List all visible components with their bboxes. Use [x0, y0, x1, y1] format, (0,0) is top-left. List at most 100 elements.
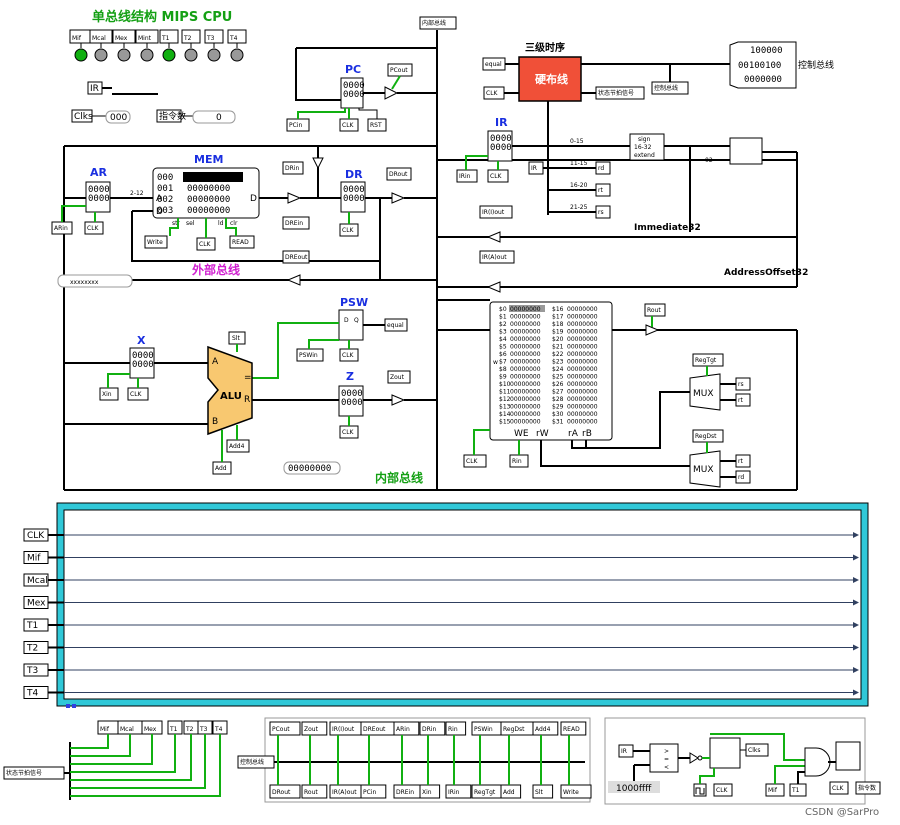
drein-pin[interactable]	[282, 216, 310, 230]
ctrl-bottom-label: Rout	[304, 789, 318, 796]
ctrl-bottom-slt[interactable]	[532, 784, 554, 799]
zout-pin[interactable]	[387, 370, 411, 384]
alu[interactable]	[207, 345, 253, 436]
ctrl-top-read[interactable]	[560, 721, 587, 736]
ctrl-bottom-xin[interactable]	[419, 784, 441, 799]
mem-addr: 003	[157, 206, 173, 216]
regtgt-rs-pin[interactable]	[735, 377, 751, 391]
ctrl-bus-pin[interactable]	[651, 81, 689, 95]
timing-input-label: T1	[26, 621, 38, 631]
pc-out-buffer	[384, 86, 399, 100]
dreout-pin[interactable]	[282, 250, 310, 264]
reg-name: $23	[552, 359, 564, 366]
drin-pin[interactable]	[282, 161, 304, 175]
rd-label: rd	[598, 165, 604, 172]
reg-name: $31	[552, 419, 564, 426]
ir-title: IR	[495, 116, 508, 129]
reg-name: $13	[499, 404, 511, 411]
regdst-rt-pin[interactable]	[735, 454, 751, 468]
address-offset32-label: AddressOffset32	[724, 268, 808, 278]
drout-pin[interactable]	[386, 167, 412, 181]
reg-value: 00000000	[567, 396, 598, 403]
state-out-label: T4	[214, 726, 223, 733]
reg-value: 00000000	[510, 359, 541, 366]
ctrl-top-label: PCout	[272, 726, 290, 733]
rt-label: rt	[598, 187, 603, 194]
state-out-label: T3	[199, 726, 208, 733]
pcin-label: PCin	[289, 122, 302, 129]
mem-d-in-port: D	[156, 207, 163, 217]
ir-reg-lo: 0000	[490, 143, 512, 153]
regtgt-mux-label: MUX	[693, 389, 714, 399]
hardwired-label: 硬布线	[535, 72, 568, 86]
mem-write-pin[interactable]	[144, 235, 168, 249]
rout-pin[interactable]	[644, 303, 666, 317]
dr-ein-buffer	[287, 192, 302, 204]
reg-value: 00000000	[567, 374, 598, 381]
reg-name: $17	[552, 314, 564, 321]
reg-name: $26	[552, 381, 564, 388]
hardwired-controller[interactable]	[518, 56, 582, 102]
state-signal-pin[interactable]	[595, 86, 645, 100]
const-value: 1000ffff	[616, 784, 652, 794]
ctrl-top-pcout[interactable]	[269, 721, 301, 736]
alu-b-port: B	[212, 417, 218, 427]
register-file[interactable]	[489, 301, 613, 441]
ctrl-bottom-pcin[interactable]	[360, 784, 387, 799]
ctrl-bottom-irin[interactable]	[445, 784, 472, 799]
z-reg-lo: 0000	[341, 398, 363, 408]
mem-read-label: READ	[232, 239, 249, 246]
rd-pin[interactable]	[595, 161, 611, 175]
ctrl-top-arin[interactable]	[393, 721, 420, 736]
z-register[interactable]	[338, 385, 364, 417]
ctrl-bottom-label: DREin	[396, 789, 414, 796]
reg-name: $10	[499, 381, 511, 388]
reg-name: $22	[552, 351, 564, 358]
rt-pin[interactable]	[595, 183, 611, 197]
ir-i-out-pin[interactable]	[479, 205, 513, 219]
regtgt-rt-pin[interactable]	[735, 393, 751, 407]
alu-add-label: Add	[215, 465, 227, 472]
reg-value: 00000000	[510, 366, 541, 373]
ctrl-bottom-rout[interactable]	[301, 784, 328, 799]
regdst-mux-label: MUX	[693, 465, 714, 475]
psw-register[interactable]	[338, 309, 364, 341]
ctrl-bottom-write[interactable]	[560, 784, 592, 799]
reg-name: $18	[552, 321, 564, 328]
counter-clk-pin[interactable]	[713, 783, 733, 797]
pc-title: PC	[345, 63, 361, 76]
counter-clk2-pin[interactable]	[829, 781, 849, 795]
state-signal-label: 状态节拍信号	[598, 89, 634, 97]
ctrl-top-zout[interactable]	[301, 721, 328, 736]
ctrl-bottom-label: RegTgt	[474, 789, 496, 796]
ir-a-out-pin[interactable]	[479, 250, 515, 264]
ir-i-out-buffer	[486, 231, 501, 243]
ctrl-top-drin[interactable]	[419, 721, 446, 736]
mem-a-port: A	[156, 194, 163, 204]
mem-read-pin[interactable]	[229, 235, 255, 249]
ctrl-top-add4[interactable]	[532, 721, 559, 736]
top-led	[74, 48, 88, 62]
psw-equal-pin[interactable]	[384, 318, 408, 332]
reg-name: $4	[499, 336, 507, 343]
reg-value: 00000000	[567, 366, 598, 373]
mem-clk-label: CLK	[199, 241, 212, 248]
reg-name: $20	[552, 336, 564, 343]
ctrl-top-rin[interactable]	[445, 721, 467, 736]
counter-group	[604, 717, 866, 805]
alu-eq-port: =	[244, 373, 252, 383]
ir-clk-label: CLK	[490, 173, 503, 180]
top-led	[117, 48, 131, 62]
ctrl-bottom-add[interactable]	[500, 784, 522, 799]
counter-count-pin[interactable]	[855, 781, 881, 795]
mem-str: str	[172, 220, 180, 227]
pc-reg-hi: 0000	[343, 81, 365, 91]
reg-value: 00000000	[567, 351, 598, 358]
rs-pin[interactable]	[595, 205, 611, 219]
comparator-eq: =	[664, 756, 669, 763]
mem-clr: clr	[230, 220, 238, 227]
regdst-rd-pin[interactable]	[735, 470, 751, 484]
timing-input-label: Mex	[27, 599, 46, 609]
ctrl-bottom-drout[interactable]	[269, 784, 301, 799]
inner-bus-pin[interactable]	[419, 16, 457, 30]
